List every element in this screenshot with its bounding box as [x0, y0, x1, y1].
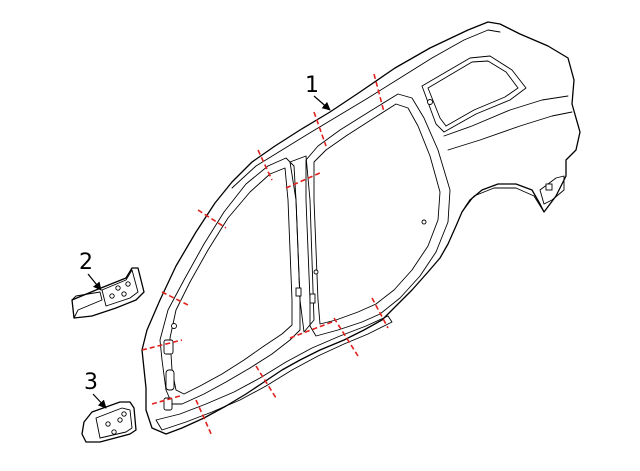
bracket-flange	[71, 291, 103, 319]
callout-2: 2	[79, 250, 102, 291]
rear-door-opening	[305, 93, 451, 337]
cut-line	[371, 297, 389, 329]
cut-line	[285, 171, 323, 189]
cut-line	[141, 339, 183, 351]
bracket-hole-1	[115, 285, 121, 291]
reinforcement-outline	[81, 401, 137, 443]
reinforcement-part-3	[81, 401, 137, 443]
arrow-head-icon	[92, 393, 107, 409]
arrow-head-icon	[87, 273, 102, 291]
cut-lines	[141, 73, 389, 437]
reinforcement-face	[95, 407, 133, 439]
reinforcement-hole-1	[105, 421, 111, 427]
bracket-part-2	[71, 267, 145, 319]
rear-fender-bracket	[539, 175, 565, 205]
cut-line	[197, 209, 227, 229]
panel-hole-3	[313, 269, 319, 275]
quarter-window-opening	[421, 55, 527, 133]
callout-number: 3	[84, 370, 98, 395]
cut-line	[195, 399, 213, 437]
bracket-face	[101, 269, 139, 307]
rear-quarter-line	[443, 95, 569, 137]
panel-outer-outline	[141, 21, 581, 435]
reinforcement-hole-3	[111, 429, 117, 435]
quarter-window-inner	[427, 60, 519, 127]
front-door-opening-inner	[169, 167, 293, 395]
callout-number: 2	[79, 250, 93, 275]
body-side-panel	[141, 21, 581, 435]
front-door-opening	[159, 157, 301, 405]
b-pillar-slot	[295, 287, 302, 297]
cut-line	[373, 73, 385, 113]
arrow-head-icon	[313, 95, 331, 111]
rear-fender-hole	[545, 183, 553, 191]
a-pillar-hole-3	[163, 397, 173, 411]
panel-hole-2	[421, 219, 427, 225]
cut-line	[151, 395, 181, 405]
bracket-hole-3	[109, 293, 115, 299]
reinforcement-hole-2	[117, 417, 123, 423]
rear-quarter-line-2	[447, 111, 573, 151]
cut-line	[313, 111, 327, 147]
rear-wheel-arch	[461, 187, 545, 213]
cut-line	[255, 365, 277, 399]
callout-number: 1	[305, 73, 319, 98]
roof-rail	[231, 29, 501, 189]
panel-hole-1	[427, 99, 433, 105]
a-pillar-hole-2	[165, 369, 175, 391]
callout-3: 3	[84, 370, 107, 409]
a-pillar-hole-4	[171, 323, 177, 329]
cut-line	[289, 321, 333, 339]
reinforcement-hole-4	[121, 411, 127, 417]
a-pillar-hole-1	[163, 339, 174, 355]
bracket-outline	[71, 267, 145, 319]
bracket-hole-2	[125, 281, 131, 287]
cut-line	[161, 291, 191, 307]
b-pillar-slot-2	[309, 293, 316, 304]
bracket-hole-4	[121, 291, 127, 297]
callout-1: 1	[305, 73, 331, 111]
rocker-sill	[155, 315, 393, 431]
rear-door-opening-inner	[313, 103, 441, 325]
cut-line	[257, 149, 273, 181]
